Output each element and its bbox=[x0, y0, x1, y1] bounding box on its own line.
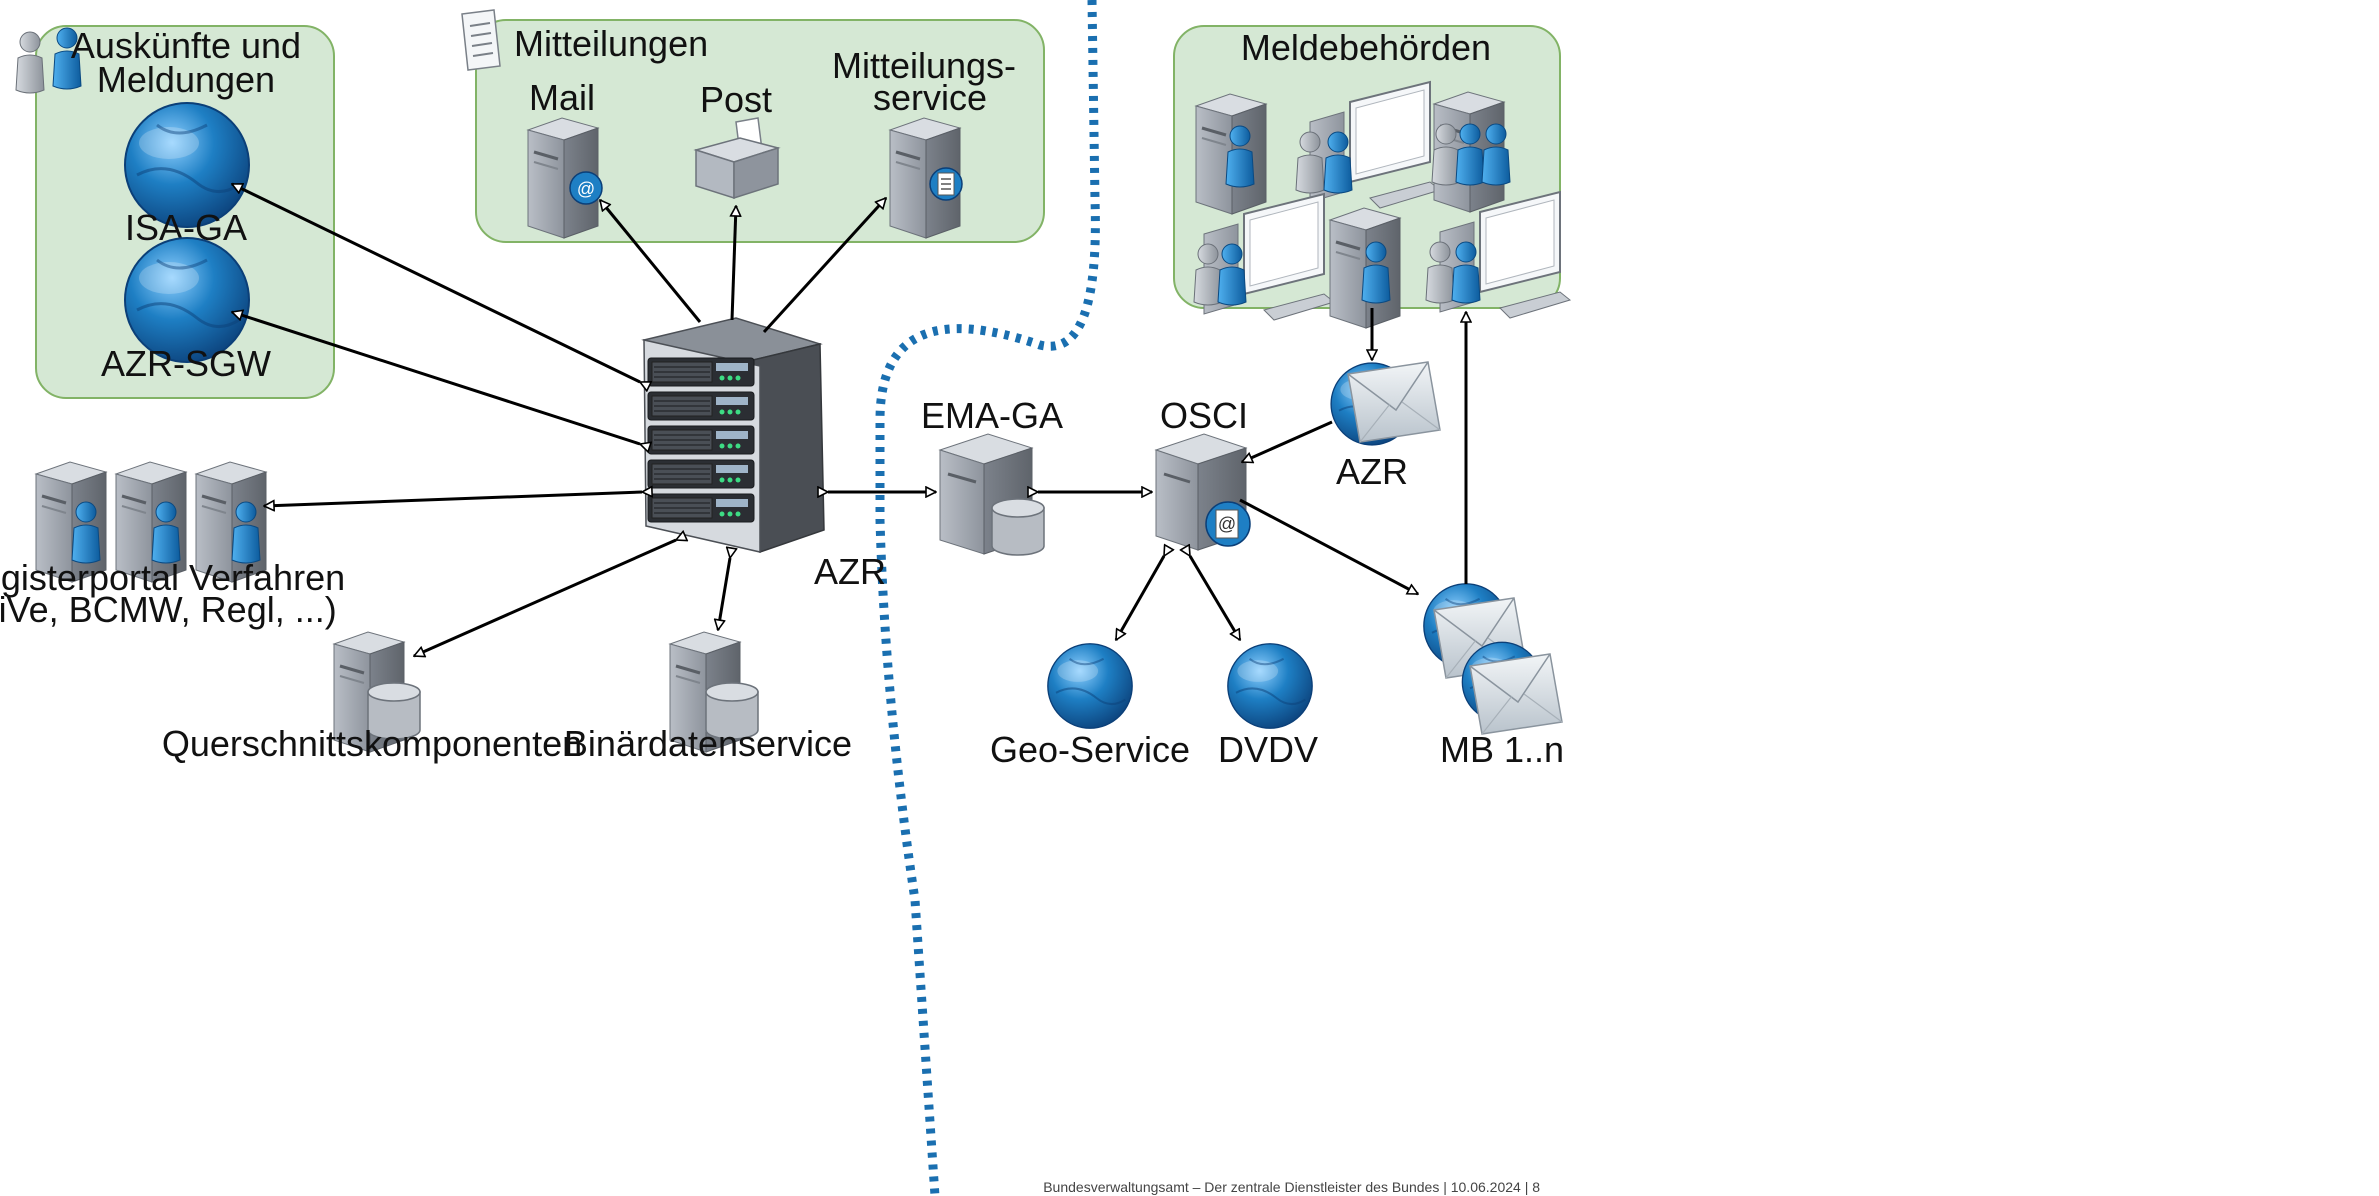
edge-azr-registerportal bbox=[264, 492, 642, 506]
network-divider bbox=[875, 0, 1100, 1196]
edge-azr-querschnitt bbox=[414, 540, 676, 656]
node-binaer: Binärdatenservice bbox=[564, 723, 852, 764]
azr-mail-globe-icon bbox=[1330, 361, 1441, 446]
node-osci: OSCI bbox=[1160, 395, 1248, 436]
dvdv-globe-icon bbox=[1226, 642, 1314, 730]
edge-osci-geo bbox=[1114, 556, 1164, 640]
document-server-icon bbox=[888, 116, 963, 240]
node-mitteilungsservice-2: service bbox=[873, 77, 987, 118]
mail-server-icon: @ bbox=[526, 116, 603, 240]
ema-db-server-icon bbox=[938, 433, 1045, 556]
rack-unit bbox=[647, 493, 755, 523]
rack-unit bbox=[647, 357, 755, 387]
svg-text:@: @ bbox=[1218, 514, 1236, 534]
node-mitteilungsservice-1: Mitteilungs- bbox=[832, 45, 1016, 86]
geo-globe-icon bbox=[1046, 642, 1134, 730]
edge-azr-azr-sgw bbox=[232, 312, 640, 444]
edge-azr-post bbox=[732, 206, 736, 321]
rack-unit bbox=[647, 391, 755, 421]
server-user-icon bbox=[1328, 206, 1402, 330]
edge-azr-mail bbox=[598, 200, 702, 323]
edge-azrmail-osci bbox=[1242, 420, 1333, 464]
group-title-auskuenfte-1: Auskünfte und bbox=[71, 25, 301, 66]
osci-server-icon: @ bbox=[1154, 433, 1251, 551]
edge-azr-mitteilungsservice bbox=[762, 198, 886, 334]
footer-text: Bundesverwaltungsamt – Der zentrale Dien… bbox=[1043, 1179, 1540, 1195]
svg-text:@: @ bbox=[577, 179, 595, 199]
node-azr-sgw: AZR-SGW bbox=[101, 343, 271, 384]
mb-mail-globe-icon-2 bbox=[1461, 641, 1563, 735]
node-mail: Mail bbox=[529, 77, 595, 118]
edge-azr-binaer bbox=[718, 558, 730, 630]
group-title-auskuenfte-2: Meldungen bbox=[97, 59, 275, 100]
printer-icon bbox=[693, 117, 781, 200]
node-azr-mail: AZR bbox=[1336, 451, 1408, 492]
server-users-icon bbox=[1431, 90, 1511, 214]
node-dvdv: DVDV bbox=[1218, 729, 1318, 770]
document-icon bbox=[461, 9, 501, 71]
rack-unit bbox=[647, 459, 755, 489]
connections bbox=[232, 182, 1466, 656]
node-registerportal-2: (ViVe, BCMW, Regl, ...) bbox=[0, 589, 337, 630]
rack-unit bbox=[647, 425, 755, 455]
edge-osci-dvdv bbox=[1190, 556, 1242, 640]
node-ema-ga: EMA-GA bbox=[921, 395, 1063, 436]
edge-osci-mb bbox=[1239, 498, 1418, 596]
node-mb: MB 1..n bbox=[1440, 729, 1564, 770]
node-geo: Geo-Service bbox=[990, 729, 1190, 770]
group-title-mitteilungen: Mitteilungen bbox=[514, 23, 708, 64]
rack-units bbox=[647, 357, 755, 523]
group-title-meldebehoerden: Meldebehörden bbox=[1241, 27, 1491, 68]
server-user-icon bbox=[1194, 92, 1268, 216]
node-registerportal-1: Registerportal Verfahren bbox=[0, 557, 345, 598]
node-azr-main: AZR bbox=[814, 551, 886, 592]
node-post: Post bbox=[700, 79, 772, 120]
node-querschnitt: Querschnittskomponenten bbox=[162, 723, 582, 764]
